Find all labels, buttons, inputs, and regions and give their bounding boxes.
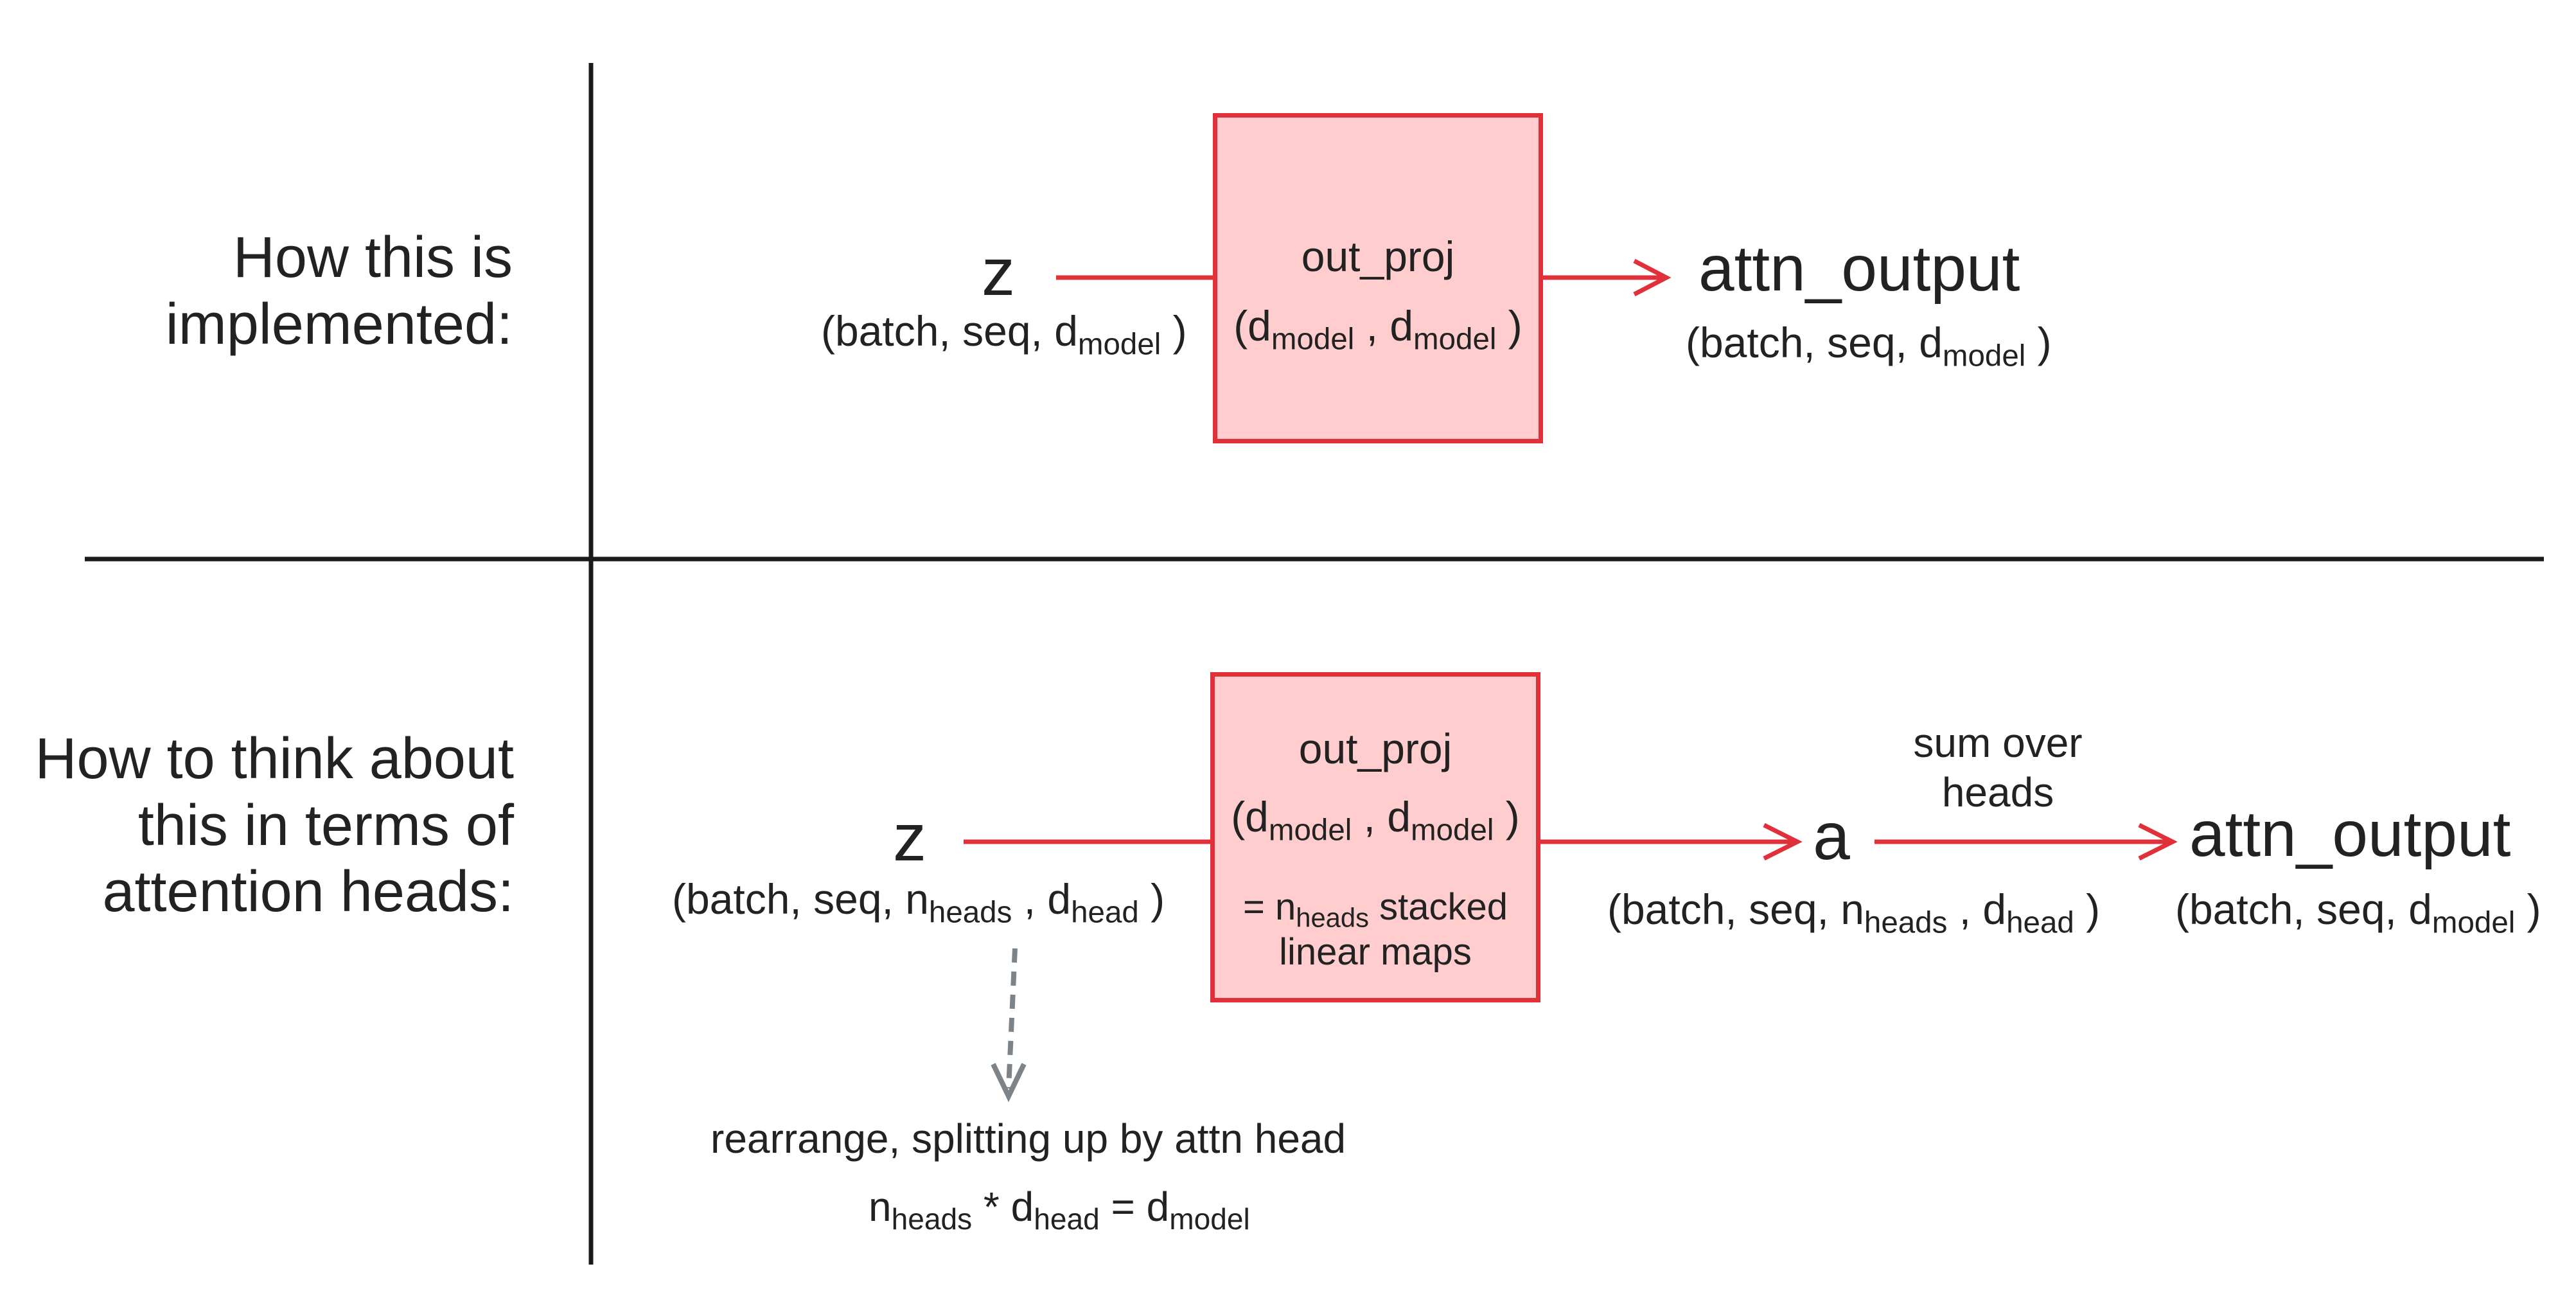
top-row-label: How this is implemented: xyxy=(166,225,513,358)
top-output-shape: (batch, seq, dmodel ) xyxy=(1686,319,2052,373)
bottom-output-shape: (batch, seq, dmodel ) xyxy=(2175,885,2541,940)
top-input-shape: (batch, seq, dmodel ) xyxy=(821,307,1187,362)
bottom-out-proj-note-line2: linear maps xyxy=(1279,930,1472,973)
bottom-middle-name: a xyxy=(1813,799,1850,874)
bottom-out-proj-box[interactable]: out_proj (dmodel , dmodel ) = nheads sta… xyxy=(1210,672,1540,1002)
sum-over-heads-line1: sum over xyxy=(1913,720,2083,766)
bottom-arrow-outproj-to-a xyxy=(1538,822,1803,861)
bottom-row-label-line2: this in terms of xyxy=(137,793,514,858)
bottom-row-label-line3: attention heads: xyxy=(102,860,514,924)
top-input-name: z xyxy=(982,235,1015,310)
bottom-row-label-line1: How to think about xyxy=(35,727,514,791)
rearrange-label: rearrange, splitting up by attn head xyxy=(710,1116,1346,1162)
bottom-middle-shape: (batch, seq, nheads , dhead ) xyxy=(1607,885,2101,940)
top-out-proj-box[interactable]: out_proj (dmodel , dmodel ) xyxy=(1213,113,1543,443)
top-row-label-line1: How this is xyxy=(233,226,513,290)
top-arrow-outproj-to-output xyxy=(1540,258,1672,297)
sum-over-heads-line2: heads xyxy=(1941,769,2054,815)
bottom-arrow-a-to-output xyxy=(1875,822,2178,861)
bottom-out-proj-note: = nheads stacked linear maps xyxy=(1215,885,1536,974)
dashed-rearrange-arrow xyxy=(991,948,1027,1103)
top-out-proj-title: out_proj xyxy=(1301,233,1455,280)
bottom-out-proj-note-line1: = nheads stacked xyxy=(1242,886,1508,933)
top-output-name: attn_output xyxy=(1698,233,2020,305)
bottom-out-proj-shape: (dmodel , dmodel ) xyxy=(1231,793,1520,848)
rearrange-equation: nheads * dhead = dmodel xyxy=(869,1184,1250,1236)
bottom-input-shape: (batch, seq, nheads , dhead ) xyxy=(672,875,1165,930)
bottom-input-name: z xyxy=(893,801,926,875)
bottom-output-name: attn_output xyxy=(2189,798,2511,870)
bottom-row-label: How to think about this in terms of atte… xyxy=(35,726,514,926)
top-row-label-line2: implemented: xyxy=(165,292,513,357)
sum-over-heads-label: sum over heads xyxy=(1901,718,2094,817)
bottom-out-proj-title: out_proj xyxy=(1298,725,1452,772)
top-out-proj-shape: (dmodel , dmodel ) xyxy=(1233,302,1522,357)
